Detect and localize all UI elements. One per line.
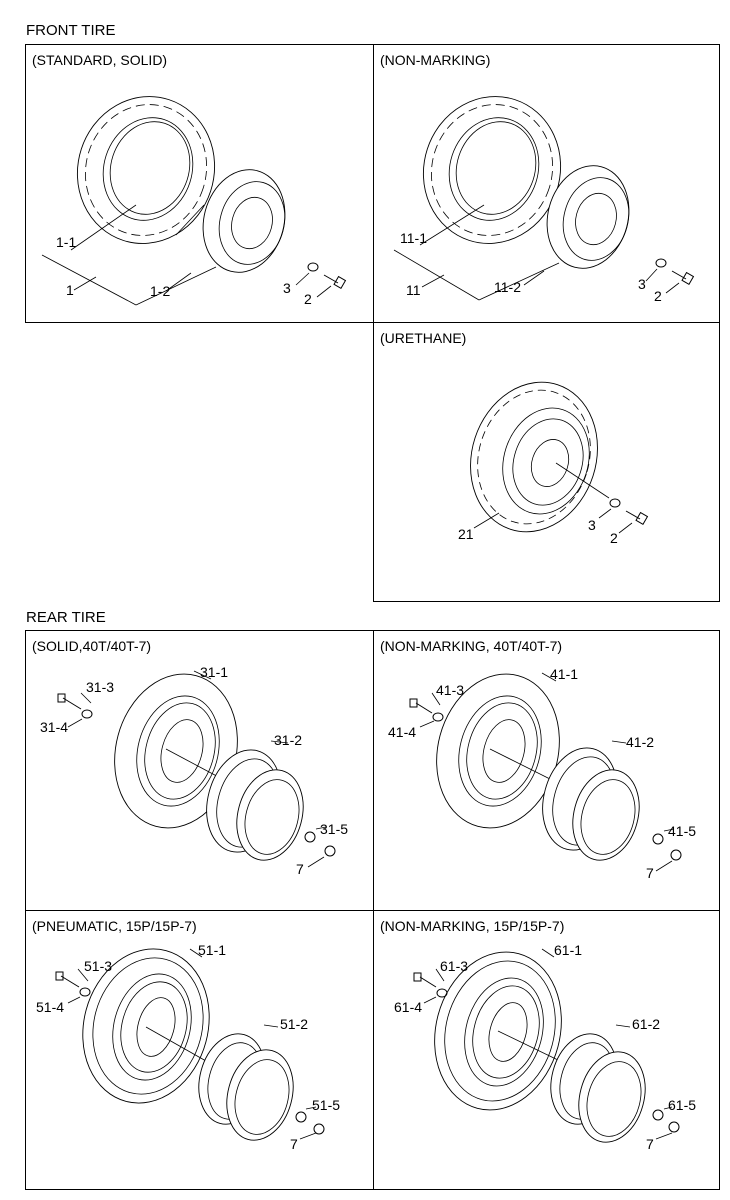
leader-line	[541, 948, 555, 958]
leader-line	[541, 672, 557, 682]
part-label: 51-2	[280, 1016, 308, 1032]
nut-icon	[295, 1111, 325, 1135]
part-label: 31-5	[320, 821, 348, 837]
part-label: 11-1	[400, 230, 427, 246]
bracket-line	[41, 254, 137, 306]
solid-tire-icon	[76, 96, 216, 244]
part-label: 61-4	[394, 999, 422, 1015]
bolt-icon	[413, 972, 437, 988]
nut-icon	[652, 833, 682, 861]
part-label: 51-5	[312, 1097, 340, 1113]
washer-icon	[432, 712, 444, 722]
panel-front-non-marking: (NON-MARKING) 11-1 11 11-2 3 2	[373, 44, 720, 323]
panel-title: (NON-MARKING)	[380, 52, 491, 68]
nut-icon	[304, 831, 336, 857]
bolt-icon	[55, 971, 80, 988]
wheel-rim-icon	[546, 165, 630, 269]
washer-icon	[307, 262, 319, 272]
part-label: 1-1	[56, 234, 76, 250]
panel-rear-solid-40t: (SOLID,40T/40T-7) 31-1 31	[25, 630, 374, 911]
part-label: 31-3	[86, 679, 114, 695]
panel-rear-non-marking-40t: (NON-MARKING, 40T/40T-7) 41-1	[373, 630, 720, 911]
panel-front-standard-solid: (STANDARD, SOLID) 1-1 1 1-2 3 2	[25, 44, 374, 323]
part-label: 7	[296, 861, 304, 877]
part-label: 61-5	[668, 1097, 696, 1113]
rear-non-marking-tire-drawing: 41-1 41-3 41-4 41-2 41-5 7	[388, 666, 696, 881]
leader-line	[473, 512, 500, 529]
part-label: 3	[588, 517, 596, 533]
panel-title: (NON-MARKING, 40T/40T-7)	[380, 638, 563, 654]
part-label: 61-3	[440, 958, 468, 974]
part-label: 7	[646, 1136, 654, 1152]
panel-title: (SOLID,40T/40T-7)	[32, 638, 152, 654]
panel-title: (STANDARD, SOLID)	[32, 52, 168, 68]
wheel-rim-icon	[175, 169, 286, 273]
part-label: 2	[654, 288, 662, 304]
washer-icon	[79, 987, 91, 997]
solid-tire-icon	[436, 673, 560, 829]
panel-title: (URETHANE)	[380, 330, 467, 346]
bolt-icon	[671, 270, 695, 286]
leader-line	[419, 204, 485, 246]
part-label: 3	[283, 280, 291, 296]
wheel-rim-icon	[206, 749, 304, 861]
wheel-rim-icon	[198, 1033, 294, 1141]
front-tire-heading: FRONT TIRE	[26, 22, 116, 39]
part-label: 41-3	[436, 682, 464, 698]
part-label: 31-1	[200, 664, 228, 680]
bracket-line	[393, 249, 480, 301]
panel-title: (NON-MARKING, 15P/15P-7)	[380, 918, 565, 934]
panel-rear-pneumatic-15p: (PNEUMATIC, 15P/15P-7)	[25, 910, 374, 1190]
washer-icon	[609, 498, 621, 508]
bolt-icon	[57, 693, 82, 710]
part-label: 7	[646, 865, 654, 881]
part-label: 21	[458, 526, 474, 542]
part-label: 31-2	[274, 732, 302, 748]
part-label: 41-5	[668, 823, 696, 839]
wheel-rim-icon	[550, 1033, 646, 1143]
part-label: 31-4	[40, 719, 68, 735]
front-urethane-tire-drawing: 21 3 2	[458, 381, 649, 546]
part-label: 41-1	[550, 666, 578, 682]
pneumatic-tire-icon	[82, 948, 210, 1104]
part-label: 1-2	[150, 283, 170, 299]
rear-solid-tire-drawing: 31-1 31-3 31-4 31-2 31-5 7	[40, 664, 348, 877]
part-label: 7	[290, 1136, 298, 1152]
urethane-tire-icon	[470, 381, 598, 533]
part-label: 61-1	[554, 942, 582, 958]
part-label: 11-2	[494, 279, 521, 295]
rear-pneumatic-tire-drawing: 51-1 51-3 51-4 51-2 51-5 7	[36, 942, 340, 1152]
rear-tire-heading: REAR TIRE	[26, 609, 106, 626]
part-label: 2	[610, 530, 618, 546]
panel-title: (PNEUMATIC, 15P/15P-7)	[32, 918, 197, 934]
part-label: 61-2	[632, 1016, 660, 1032]
part-label: 1	[66, 282, 74, 298]
part-label: 2	[304, 291, 312, 307]
front-solid-tire-drawing: 1-1 1 1-2 3 2	[41, 96, 347, 307]
rear-non-marking-15p-tire-drawing: 61-1 61-3 61-4 61-2 61-5 7	[394, 942, 696, 1152]
bolt-icon	[323, 274, 347, 290]
bolt-icon	[409, 698, 433, 714]
part-label: 51-1	[198, 942, 226, 958]
panel-rear-non-marking-15p: (NON-MARKING, 15P/15P-7)	[373, 910, 720, 1190]
washer-icon	[81, 709, 93, 719]
part-label: 51-3	[84, 958, 112, 974]
part-label: 41-2	[626, 734, 654, 750]
part-label: 3	[638, 276, 646, 292]
part-label: 11	[406, 282, 421, 298]
part-label: 51-4	[36, 999, 64, 1015]
solid-tire-icon	[422, 96, 562, 244]
bolt-icon	[625, 510, 649, 526]
nut-icon	[652, 1109, 680, 1133]
leader-line	[189, 948, 203, 958]
part-label: 41-4	[388, 724, 416, 740]
wheel-rim-icon	[542, 747, 640, 861]
front-non-marking-tire-drawing: 11-1 11 11-2 3 2	[393, 96, 695, 304]
washer-icon	[655, 258, 667, 268]
panel-front-urethane: (URETHANE) 21 3 2	[373, 322, 720, 602]
washer-icon	[436, 988, 448, 998]
leader-line	[70, 204, 137, 251]
leader-line	[193, 670, 212, 680]
